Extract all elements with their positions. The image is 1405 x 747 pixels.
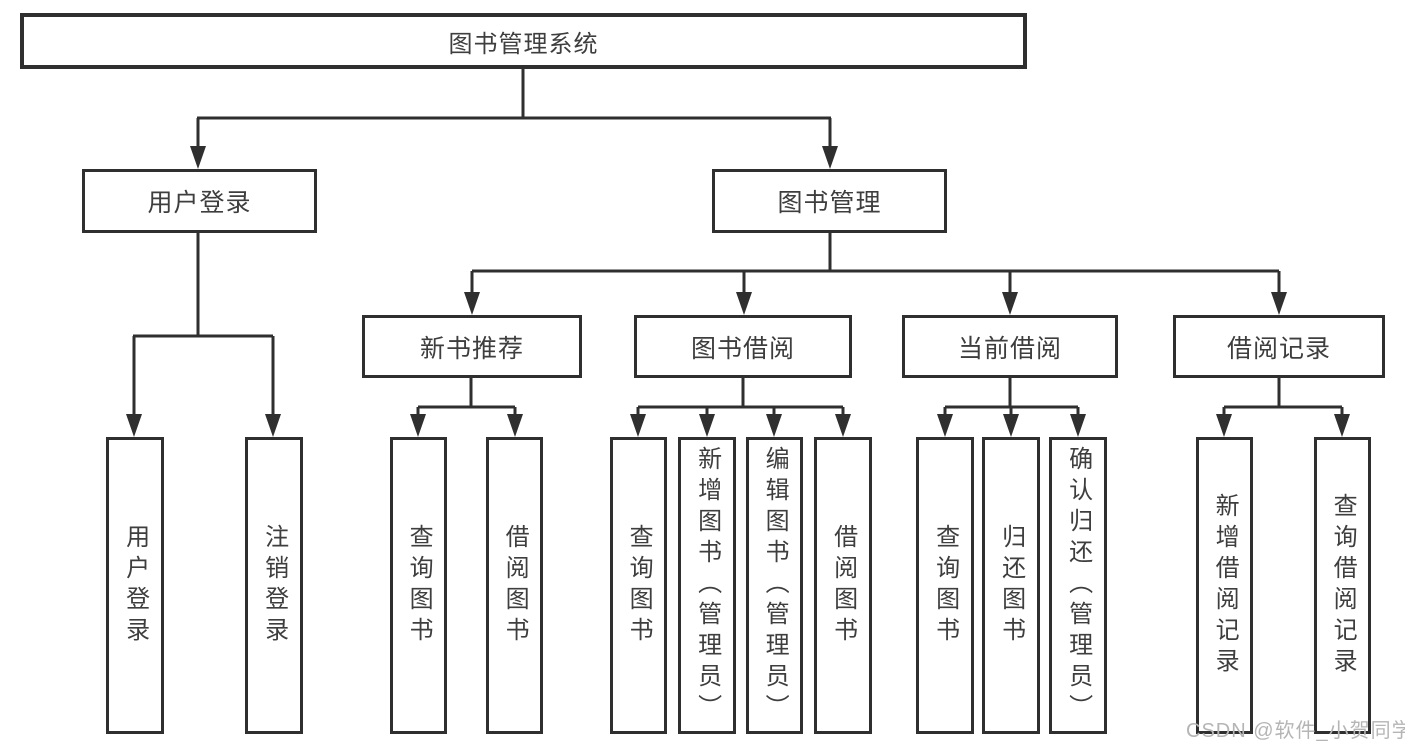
node-book-borrow: 图书借阅 [634,315,852,378]
node-leaf-cb-confirm: 确认归还（管理员） [1049,437,1107,734]
node-leaf-logout: 注销登录 [245,437,303,734]
node-leaf-nb-query-label: 查询图书 [405,523,433,648]
csdn-watermark: CSDN @软件_小贺同学 [1186,720,1405,742]
node-leaf-br-add: 新增借阅记录 [1196,437,1253,734]
node-leaf-bb-edit-label: 编辑图书（管理员） [761,446,789,725]
node-current-borrow-label: 当前借阅 [957,334,1062,363]
node-user-login-label: 用户登录 [147,189,252,217]
node-leaf-nb-borrow-label: 借阅图书 [501,523,529,648]
node-leaf-bb-borrow-label: 借阅图书 [829,523,857,648]
node-current-borrow: 当前借阅 [902,315,1118,378]
node-leaf-bb-query-label: 查询图书 [625,523,653,648]
node-leaf-bb-add-label: 新增图书（管理员） [693,446,721,725]
node-leaf-br-query-label: 查询借阅记录 [1329,492,1357,679]
node-new-books-label: 新书推荐 [419,334,524,363]
node-leaf-logout-label: 注销登录 [260,523,288,648]
node-leaf-bb-add: 新增图书（管理员） [678,437,736,734]
node-borrow-records: 借阅记录 [1173,315,1385,378]
node-leaf-cb-return-label: 归还图书 [997,523,1025,648]
node-leaf-nb-borrow: 借阅图书 [486,437,543,734]
node-book-mgmt: 图书管理 [712,169,947,233]
node-borrow-records-label: 借阅记录 [1226,334,1331,363]
node-leaf-bb-query: 查询图书 [610,437,667,734]
node-book-borrow-label: 图书借阅 [690,334,795,363]
node-leaf-bb-edit: 编辑图书（管理员） [746,437,803,734]
node-root-system: 图书管理系统 [20,13,1027,69]
node-leaf-user-login: 用户登录 [106,437,164,734]
node-leaf-user-login-label: 用户登录 [121,523,149,648]
node-leaf-cb-return: 归还图书 [982,437,1040,734]
node-root-system-label: 图书管理系统 [448,30,599,58]
node-book-mgmt-label: 图书管理 [777,189,882,217]
node-leaf-bb-borrow: 借阅图书 [814,437,872,734]
node-new-books: 新书推荐 [362,315,582,378]
node-leaf-cb-query: 查询图书 [916,437,974,734]
node-leaf-br-query: 查询借阅记录 [1314,437,1371,734]
node-leaf-nb-query: 查询图书 [390,437,447,734]
node-leaf-br-add-label: 新增借阅记录 [1211,492,1239,679]
node-user-login: 用户登录 [82,169,317,233]
node-leaf-cb-confirm-label: 确认归还（管理员） [1064,446,1092,725]
node-leaf-cb-query-label: 查询图书 [931,523,959,648]
